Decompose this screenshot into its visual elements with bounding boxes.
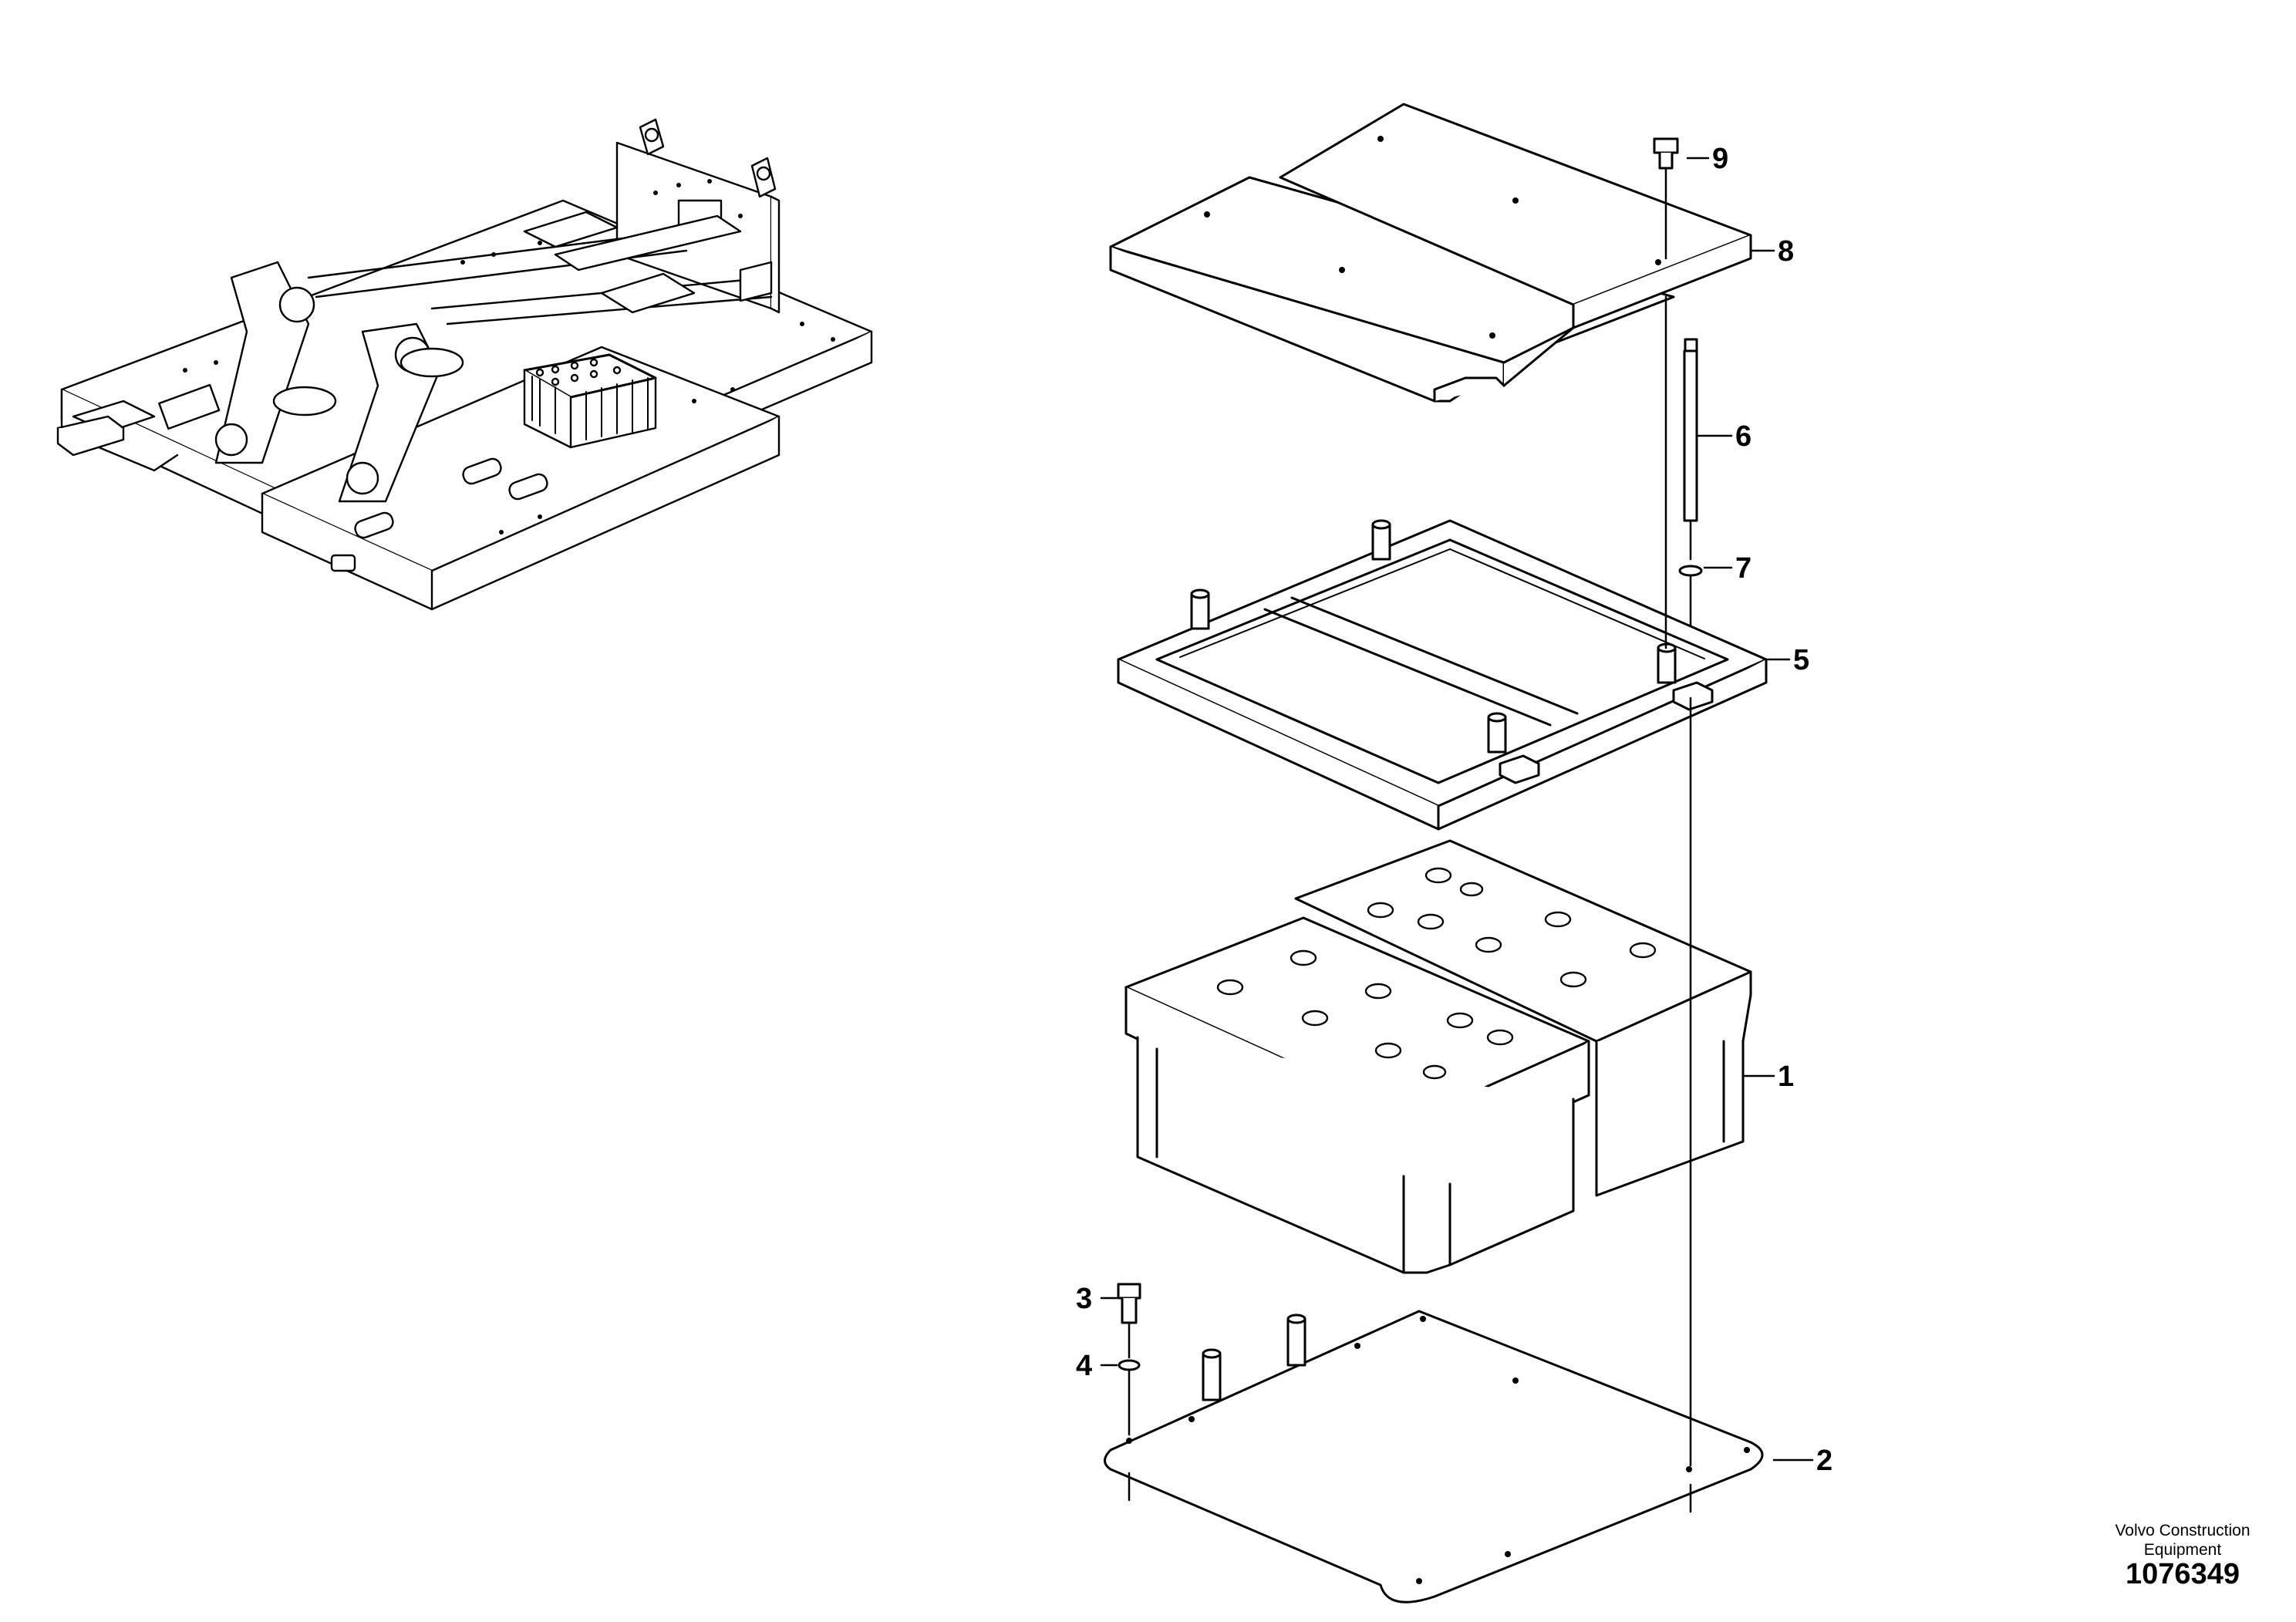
callout-3: 3 bbox=[1076, 1283, 1092, 1315]
part-9-bolt bbox=[1653, 137, 1679, 260]
callout-9: 9 bbox=[1712, 143, 1728, 175]
part-3-bolt bbox=[1117, 1283, 1141, 1359]
part-2-base-plate bbox=[1104, 1310, 1764, 1603]
part-5-frame bbox=[1117, 519, 1768, 831]
callout-4: 4 bbox=[1076, 1350, 1092, 1382]
part-4-washer bbox=[1118, 1359, 1141, 1436]
publisher-line-2: Equipment bbox=[2143, 1541, 2222, 1559]
callout-7: 7 bbox=[1735, 552, 1752, 585]
frame-overview-illustration bbox=[56, 118, 873, 611]
callout-1: 1 bbox=[1778, 1061, 1794, 1093]
callout-8: 8 bbox=[1778, 235, 1794, 268]
callout-5: 5 bbox=[1793, 644, 1809, 676]
publisher-line-1: Volvo Construction bbox=[2115, 1522, 2250, 1539]
leader-lines bbox=[1100, 157, 1814, 1462]
callout-labels: 9 8 6 7 5 1 2 3 4 bbox=[1076, 143, 1832, 1477]
part-1-batteries bbox=[1124, 839, 1752, 1274]
drawing-number: 1076349 bbox=[2126, 1558, 2240, 1590]
publisher-credit: Volvo Construction Equipment bbox=[2082, 1521, 2283, 1560]
part-8-cover bbox=[1109, 103, 1752, 403]
part-6-rod bbox=[1683, 338, 1698, 561]
callout-6: 6 bbox=[1735, 420, 1752, 453]
callout-2: 2 bbox=[1816, 1445, 1832, 1477]
